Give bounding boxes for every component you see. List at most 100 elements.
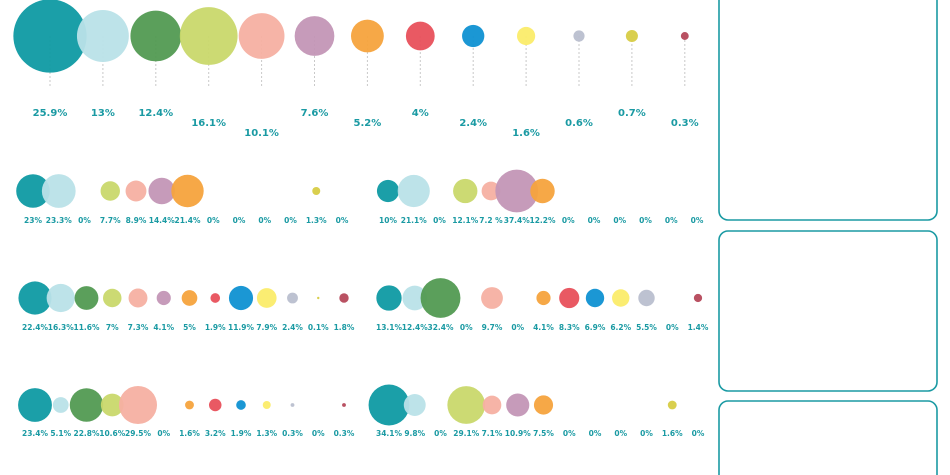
bubble[interactable] xyxy=(447,386,486,424)
bubble[interactable] xyxy=(397,174,430,208)
bubble[interactable] xyxy=(46,283,75,313)
bubble[interactable] xyxy=(420,278,461,318)
bubble[interactable] xyxy=(342,403,346,407)
bubble[interactable] xyxy=(317,296,320,300)
bubble[interactable] xyxy=(13,0,87,73)
bubble[interactable] xyxy=(148,177,176,205)
bubble-value-label: 13.1% xyxy=(376,323,403,332)
bubble[interactable] xyxy=(100,181,120,201)
bubble[interactable] xyxy=(262,401,271,409)
bubble-value-label: 8.9% xyxy=(126,216,147,225)
bubble[interactable] xyxy=(376,285,402,311)
bubble[interactable] xyxy=(41,174,76,208)
bubble[interactable] xyxy=(228,285,254,311)
bubble-row-7: 34.1%9.8%0%29.1%7.1%10.9%7.5%0%0%0%0%1.6… xyxy=(368,384,705,438)
bubble-value-label: 6.9% xyxy=(585,323,606,332)
bubble[interactable] xyxy=(74,286,99,310)
bubble[interactable] xyxy=(100,393,124,417)
bubble[interactable] xyxy=(693,293,703,303)
bubble[interactable] xyxy=(156,290,171,306)
bubble[interactable] xyxy=(667,400,677,410)
bubble[interactable] xyxy=(405,21,435,51)
bubble[interactable] xyxy=(573,30,585,42)
bubble[interactable] xyxy=(181,290,198,306)
bubble-value-label: 12.4% xyxy=(402,323,429,332)
bubble[interactable] xyxy=(208,398,222,412)
bubble-value-label: 29.5% xyxy=(125,429,152,438)
bubble[interactable] xyxy=(290,403,295,407)
bubble[interactable] xyxy=(339,293,349,303)
bubble[interactable] xyxy=(312,187,321,195)
bubble[interactable] xyxy=(533,395,554,415)
bubble[interactable] xyxy=(18,388,52,422)
bubble-value-label: 5.5% xyxy=(636,323,657,332)
bubble[interactable] xyxy=(256,288,277,308)
bubble-value-label: 22.8% xyxy=(73,429,100,438)
bubble-value-label: 13% xyxy=(91,108,115,119)
bubble-value-label: 1.6% xyxy=(179,429,200,438)
bubble-value-label: 0% xyxy=(589,429,602,438)
bubble-value-label: 0.1% xyxy=(308,323,329,332)
bubble[interactable] xyxy=(495,169,539,213)
bubble-value-label: 25.9% xyxy=(33,108,68,119)
bubble[interactable] xyxy=(238,13,285,59)
bubble[interactable] xyxy=(236,400,246,410)
bubble[interactable] xyxy=(16,174,50,208)
bubble-value-label: 1.8% xyxy=(334,323,355,332)
bubble[interactable] xyxy=(453,178,478,204)
bubble-value-label: 7.9% xyxy=(256,323,277,332)
bubble-value-label: 10.9% xyxy=(505,429,532,438)
bubble[interactable] xyxy=(536,290,551,306)
side-panel-middle[interactable] xyxy=(718,230,938,392)
bubble[interactable] xyxy=(185,400,194,410)
bubble[interactable] xyxy=(18,281,52,315)
bubble[interactable] xyxy=(118,385,158,425)
bubble[interactable] xyxy=(350,19,384,53)
bubble-row-1: 25.9%13%12.4%16.1%10.1%7.6%5.2%4%2.4%1.6… xyxy=(13,0,699,139)
bubble-value-label: 7.6% xyxy=(301,108,329,119)
bubble[interactable] xyxy=(376,179,400,203)
bubble[interactable] xyxy=(287,292,298,304)
side-panel-bottom[interactable] xyxy=(718,400,938,475)
bubble-value-label: 0% xyxy=(78,216,91,225)
bubble-value-label: 7.1% xyxy=(482,429,503,438)
bubble[interactable] xyxy=(179,7,238,65)
bubble-value-label: 12.2% xyxy=(529,216,556,225)
bubble[interactable] xyxy=(625,29,638,43)
bubble[interactable] xyxy=(102,288,122,308)
bubble[interactable] xyxy=(462,24,485,48)
bubble[interactable] xyxy=(516,26,536,46)
bubble[interactable] xyxy=(171,174,204,208)
bubble[interactable] xyxy=(612,289,630,307)
bubble[interactable] xyxy=(125,180,147,202)
bubble[interactable] xyxy=(69,388,104,422)
side-panel-top[interactable] xyxy=(718,0,938,221)
bubble[interactable] xyxy=(530,178,555,204)
bubble-value-label: 0% xyxy=(433,216,446,225)
bubble[interactable] xyxy=(294,16,335,56)
bubble-value-label: 12.4% xyxy=(138,108,173,119)
bubble[interactable] xyxy=(130,10,182,62)
bubble-value-label: 9.7% xyxy=(482,323,503,332)
bubble[interactable] xyxy=(368,384,410,426)
bubble[interactable] xyxy=(638,289,655,307)
bubble[interactable] xyxy=(52,397,69,413)
bubble[interactable] xyxy=(585,288,605,308)
bubble[interactable] xyxy=(481,287,503,309)
bubble-value-label: 0% xyxy=(665,216,678,225)
bubble[interactable] xyxy=(210,293,221,303)
bubble[interactable] xyxy=(481,181,501,201)
bubble-value-label: 8.3% xyxy=(559,323,580,332)
bubble[interactable] xyxy=(403,394,426,416)
bubble-value-label: 0% xyxy=(588,216,601,225)
bubble[interactable] xyxy=(559,287,580,309)
bubble-value-label: 1.4% xyxy=(688,323,709,332)
bubble[interactable] xyxy=(76,10,129,62)
bubble[interactable] xyxy=(506,393,530,417)
bubble[interactable] xyxy=(128,288,148,308)
bubble[interactable] xyxy=(680,32,689,40)
bubble[interactable] xyxy=(402,285,428,311)
bubble[interactable] xyxy=(482,395,502,415)
bubble-value-label: 0.3% xyxy=(334,429,355,438)
bubble-value-label: 1.6% xyxy=(662,429,683,438)
